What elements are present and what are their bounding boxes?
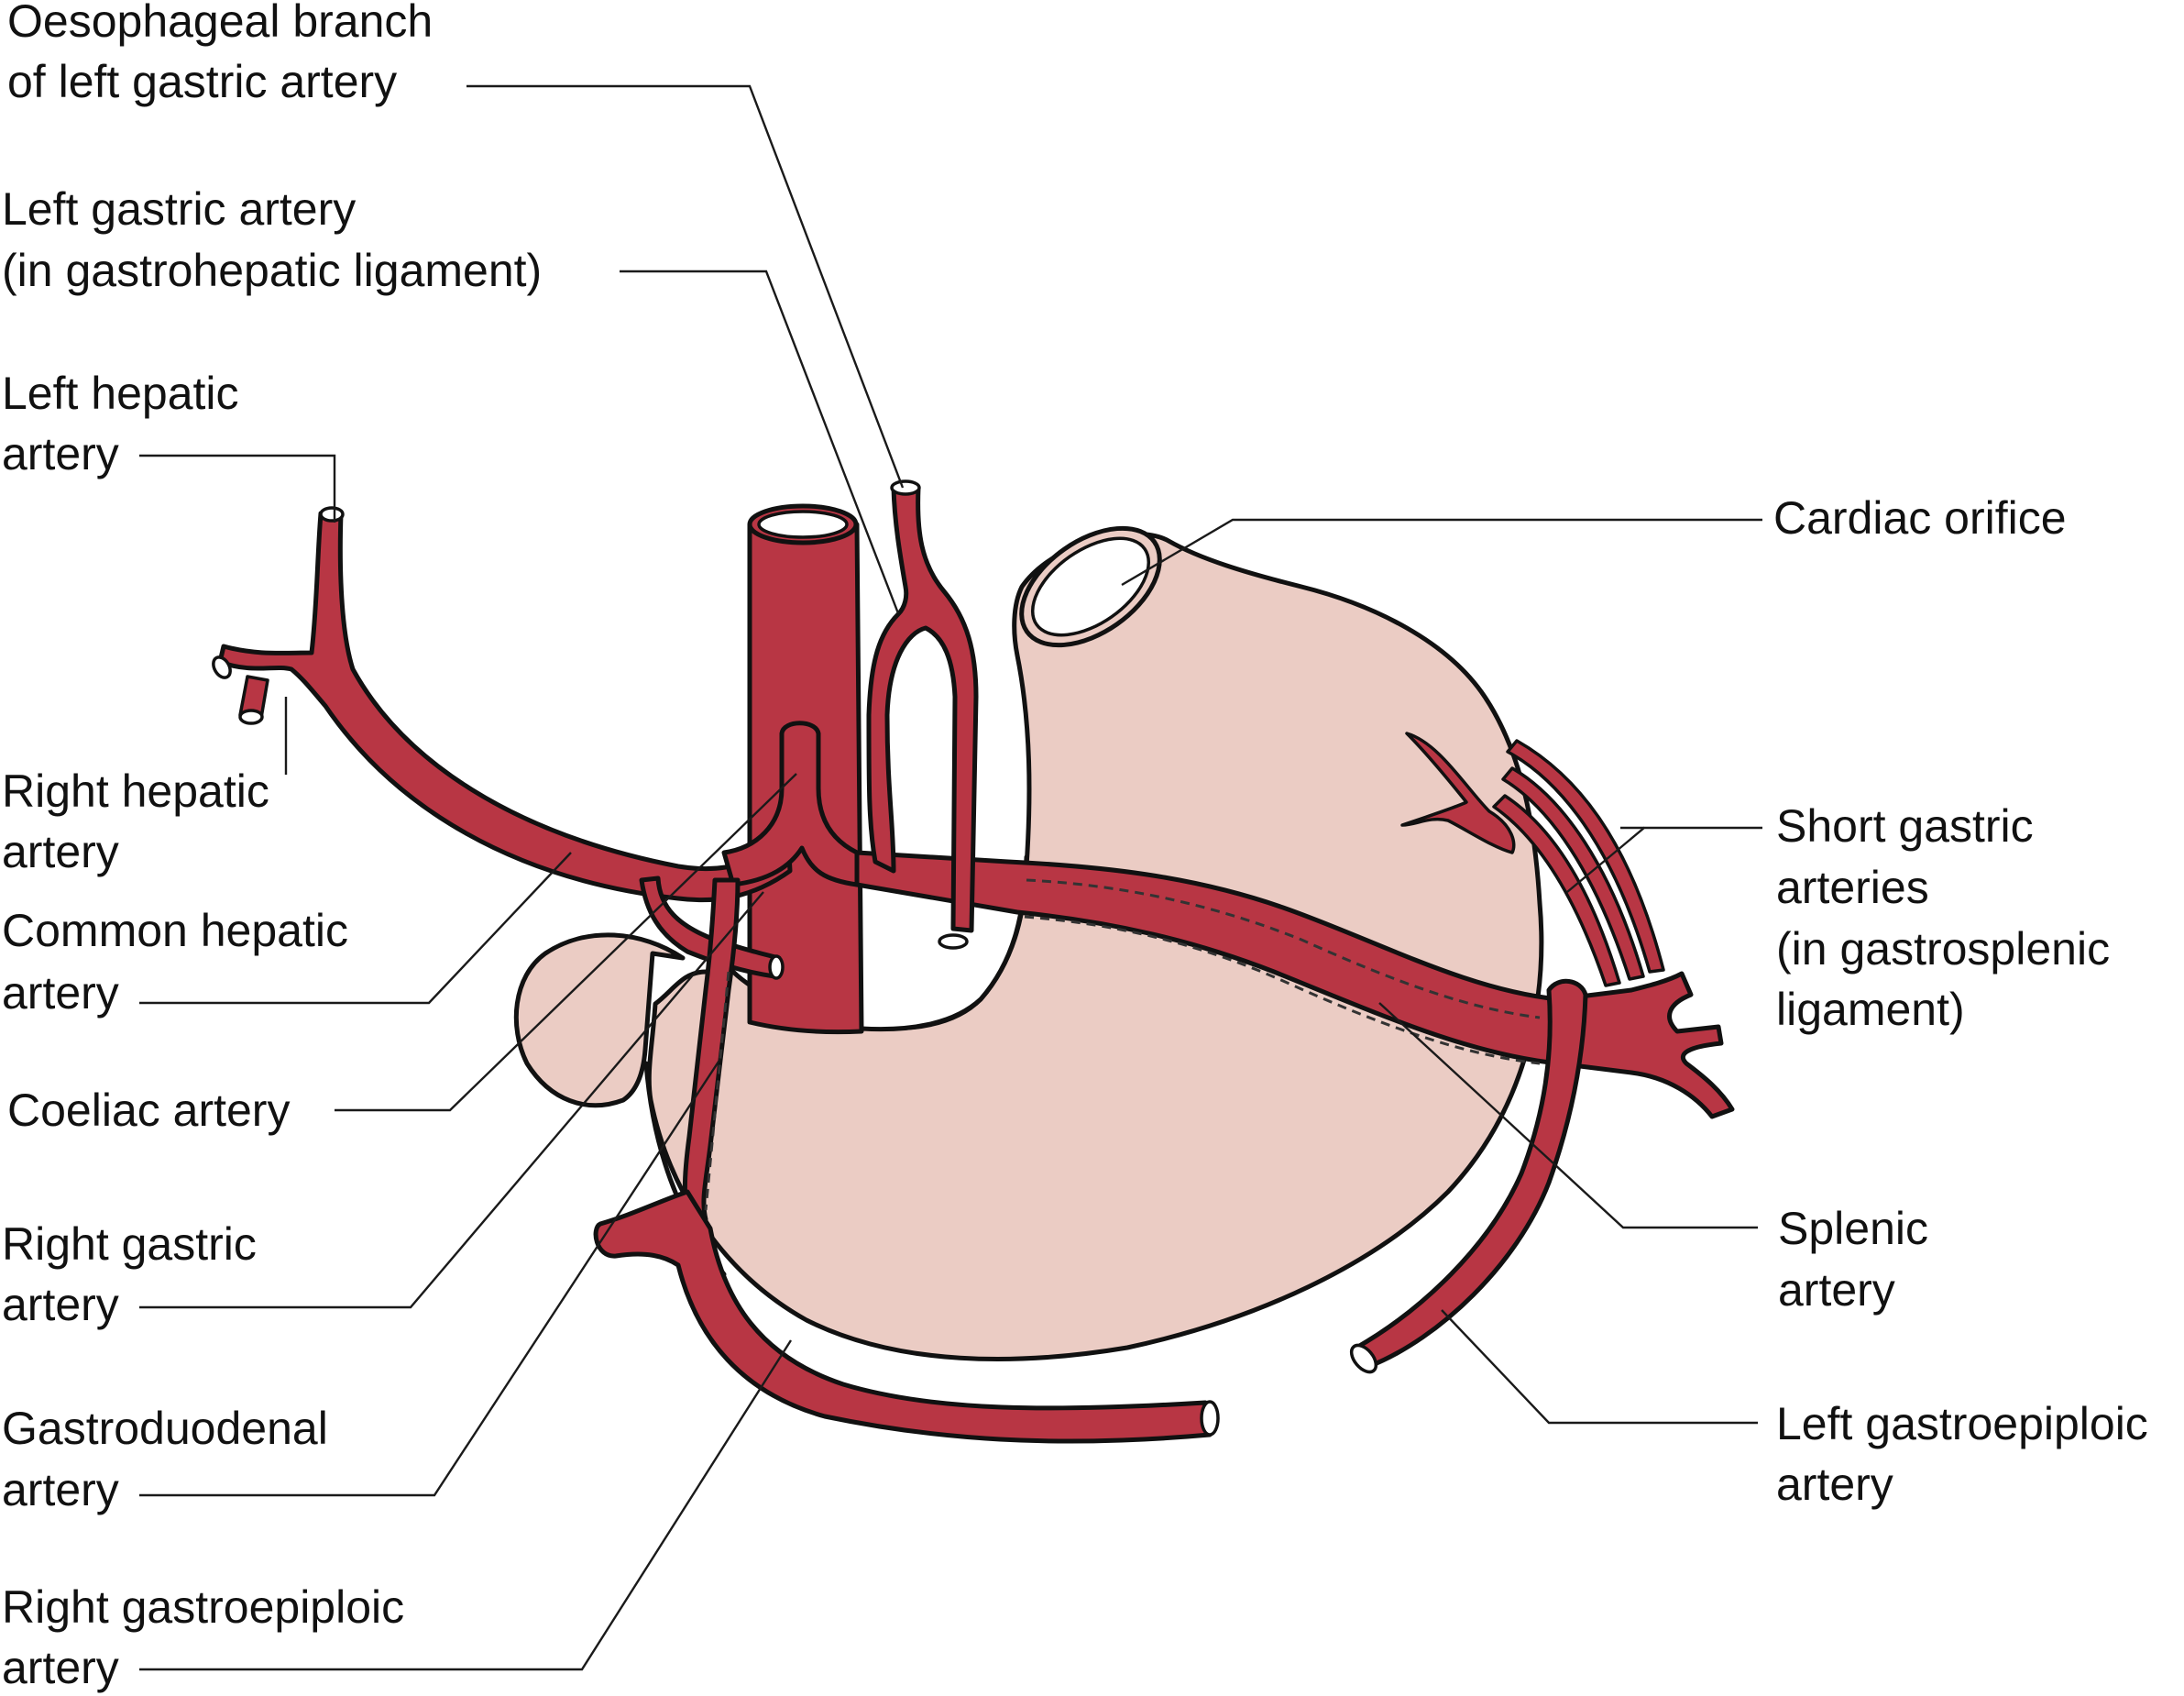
- leader-right-gastroepiploic: [139, 1339, 793, 1671]
- label-right-gastric-l2: artery: [2, 1279, 119, 1330]
- label-right-gastric-l1: Right gastric: [2, 1218, 257, 1270]
- leader-common-hepatic: [139, 852, 572, 1005]
- leader-oesophageal-branch: [466, 84, 905, 489]
- left-gastric-artery: [866, 485, 979, 933]
- label-right-hepatic-l2: artery: [2, 826, 119, 877]
- label-cardiac-orifice: Cardiac orifice: [1773, 492, 2067, 544]
- label-oesophageal-branch-l2: of left gastric artery: [7, 56, 397, 107]
- label-common-hepatic-l1: Common hepatic: [2, 905, 348, 956]
- label-left-gastroepiploic-l1: Left gastroepiploic: [1776, 1398, 2148, 1449]
- label-splenic-l2: artery: [1778, 1264, 1895, 1316]
- label-oesophageal-branch-l1: Oesophageal branch: [7, 0, 433, 47]
- leader-coeliac: [335, 773, 797, 1112]
- label-gastroduodenal-l1: Gastroduodenal: [2, 1403, 328, 1454]
- right-hepatic-end: [212, 655, 232, 679]
- leader-left-gastroepiploic: [1441, 1309, 1758, 1425]
- pylorus: [513, 932, 686, 1108]
- short-gastric-artery-3: [1492, 794, 1621, 987]
- label-left-hepatic-l1: Left hepatic: [2, 368, 239, 419]
- right-gastroepiploic-end: [1200, 1400, 1220, 1437]
- arteries: [212, 479, 1735, 1444]
- label-left-gastric-l1: Left gastric artery: [2, 183, 356, 235]
- label-gastroduodenal-l2: artery: [2, 1464, 119, 1515]
- splenic-artery: [854, 850, 1735, 1119]
- label-coeliac: Coeliac artery: [7, 1085, 290, 1136]
- leader-right-gastric: [139, 891, 764, 1309]
- cardiac-orifice-lumen: [1030, 536, 1151, 637]
- label-splenic-l1: Splenic: [1778, 1203, 1928, 1254]
- left-gastric-end: [938, 933, 969, 950]
- aorta-lumen: [757, 510, 849, 539]
- short-gastric-branch: [1400, 732, 1516, 854]
- leader-gastroduodenal: [139, 1058, 722, 1497]
- leader-lines: [139, 84, 1762, 1671]
- leader-cardiac-orifice: [1121, 518, 1762, 587]
- label-short-gastric-l4: ligament): [1776, 984, 1965, 1035]
- label-short-gastric-l1: Short gastric: [1776, 800, 2034, 852]
- common-hepatic-artery: [217, 511, 793, 903]
- short-gastric-artery-2: [1501, 766, 1645, 981]
- label-short-gastric-l3: (in gastrosplenic: [1776, 923, 2110, 975]
- label-right-gastroepiploic-l2: artery: [2, 1642, 119, 1693]
- label-left-hepatic-l2: artery: [2, 428, 119, 479]
- label-left-gastric-l2: (in gastrohepatic ligament): [2, 245, 542, 296]
- coeliac-trunk: [721, 721, 860, 887]
- left-gastroepiploic-artery: [1354, 979, 1588, 1369]
- short-gastric-artery-1: [1506, 739, 1665, 974]
- label-left-gastroepiploic-l2: artery: [1776, 1459, 1893, 1510]
- label-right-hepatic-l1: Right hepatic: [2, 765, 269, 817]
- leader-splenic: [1378, 1002, 1758, 1229]
- label-short-gastric-l2: arteries: [1776, 862, 1929, 913]
- leader-left-gastric: [620, 270, 900, 614]
- right-gastroepiploic-artery: [593, 1189, 1213, 1444]
- label-common-hepatic-l2: artery: [2, 967, 119, 1019]
- leader-left-hepatic: [139, 454, 336, 523]
- left-gastroepiploic-end: [1349, 1343, 1378, 1374]
- label-right-gastroepiploic-l1: Right gastroepiploic: [2, 1581, 404, 1633]
- oesophageal-branch-end: [890, 479, 921, 496]
